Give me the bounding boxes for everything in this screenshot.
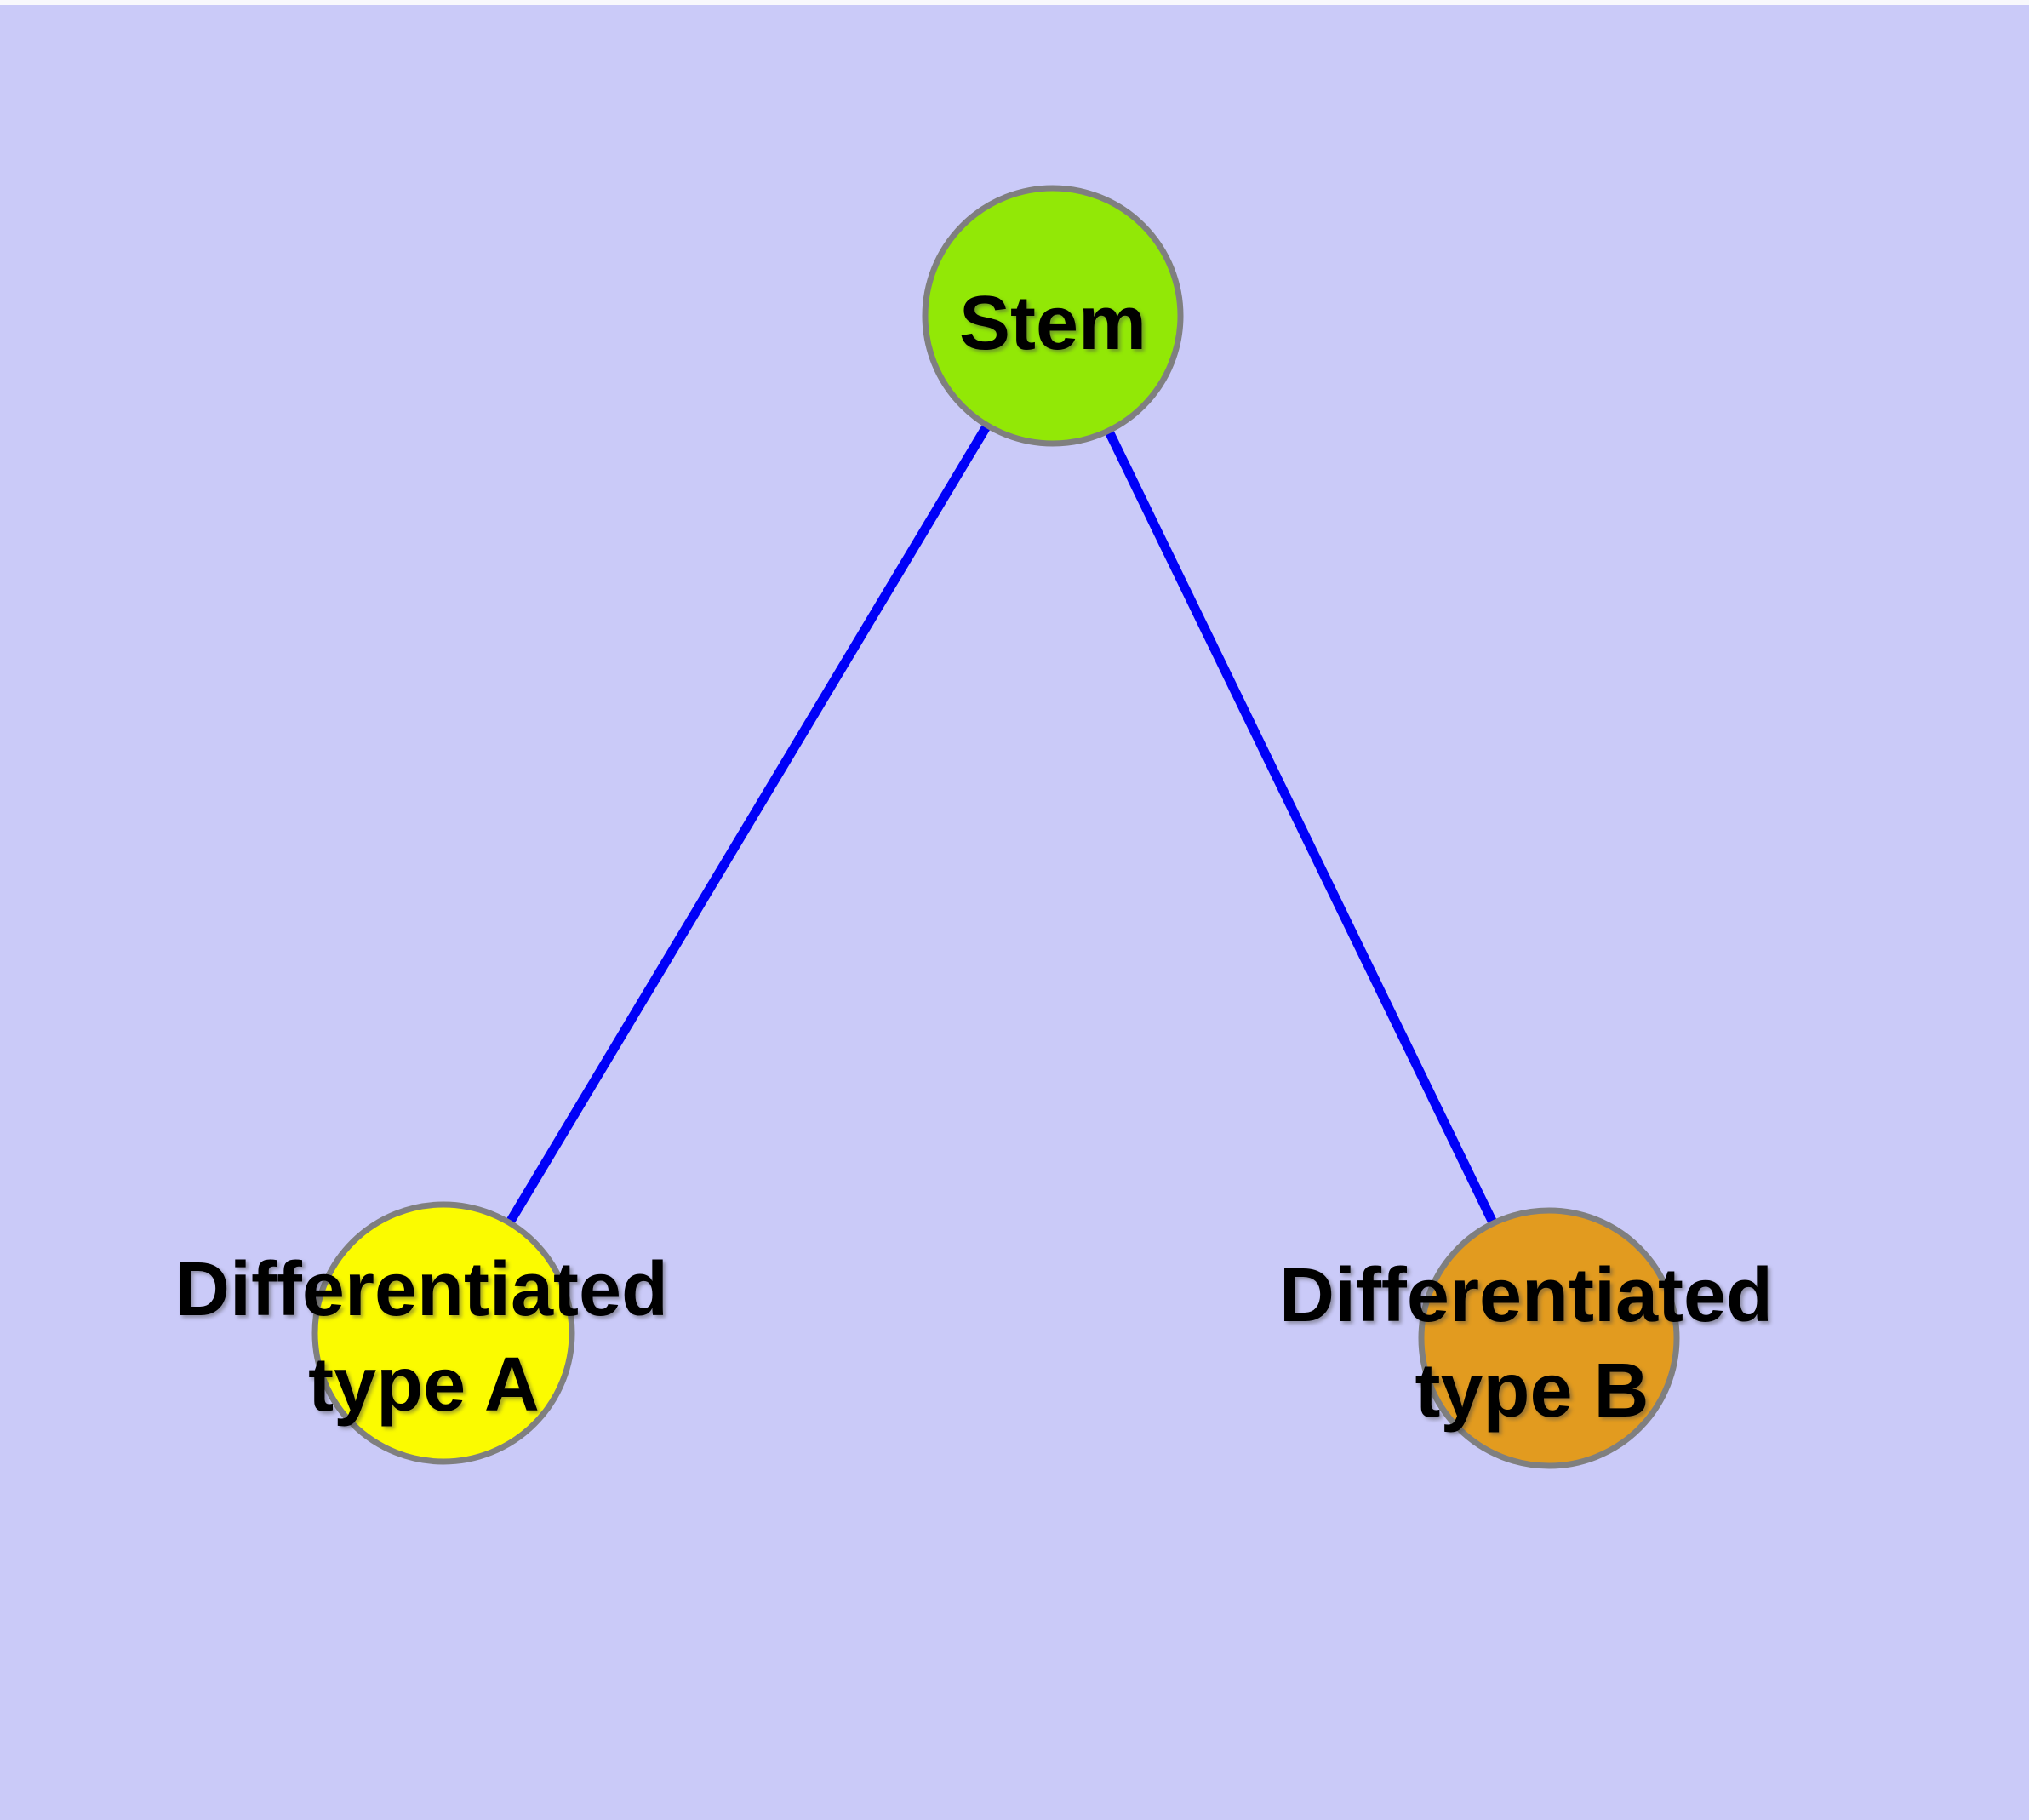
edge-stem-to-type-a bbox=[439, 313, 1057, 1336]
edge-stem-to-type-b bbox=[1049, 313, 1553, 1341]
type-b-node-circle bbox=[1418, 1207, 1680, 1469]
type-b-node-label-line1: Differentiated bbox=[1279, 1253, 1773, 1338]
type-a-node-circle bbox=[311, 1201, 575, 1465]
type-b-node-label-line2: type B bbox=[1415, 1348, 1649, 1434]
type-a-node-label-line1: Differentiated bbox=[174, 1247, 668, 1332]
stem-node-circle bbox=[922, 185, 1184, 447]
stem-node-label: Stem bbox=[959, 281, 1146, 366]
top-edge-strip bbox=[0, 0, 2029, 5]
type-a-node-label-line2: type A bbox=[308, 1342, 540, 1428]
